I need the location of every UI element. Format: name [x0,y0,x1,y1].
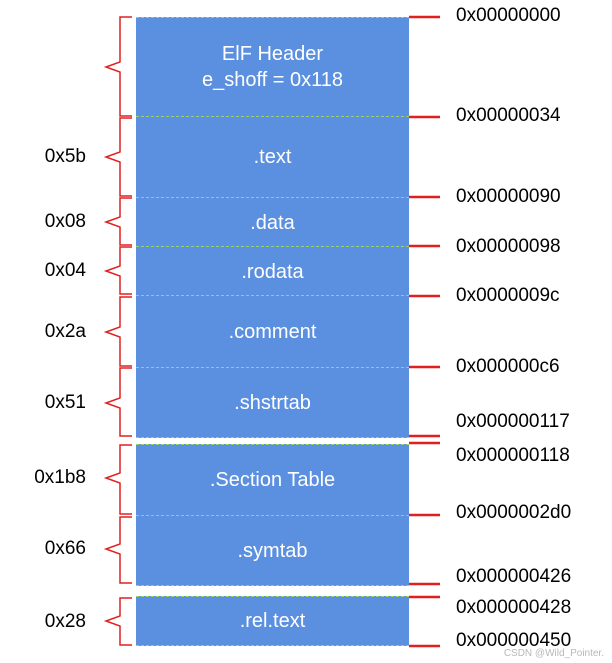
address-label: 0x00000090 [456,186,561,207]
size-label: 0x2a [44,321,86,342]
section-divider [136,596,409,597]
section-data: .data [136,198,409,247]
section-label-line: e_shoff = 0x118 [201,68,344,91]
section-elf-header: ElF Header e_shoff = 0x118 [136,17,409,116]
address-label: 0x00000034 [456,105,561,126]
section-label: .rel.text [239,610,306,632]
size-label: 0x66 [44,538,86,559]
address-label: 0x000000118 [456,445,570,466]
section-divider [136,17,409,18]
section-divider [136,246,409,247]
watermark: CSDN @Wild_Pointer. [503,648,604,659]
address-label: 0x0000009c [456,285,560,306]
section-label: .text [253,146,292,168]
address-label: 0x0000002d0 [456,502,572,523]
size-bracket [103,16,132,117]
address-label: 0x000000428 [456,597,572,618]
size-bracket [103,444,132,515]
address-label: 0x000000c6 [456,356,560,377]
size-label: 0x1b8 [34,467,86,488]
section-divider [136,645,409,646]
section-label: .shstrtab [234,392,311,414]
section-divider [136,295,409,296]
section-label: .symtab [237,540,308,562]
section-rel-text: .rel.text [136,596,409,646]
section-divider [136,116,409,117]
size-label: 0x04 [44,260,86,281]
address-label: 0x000000117 [456,411,570,432]
section-comment: .comment [136,296,409,368]
section-label: .Section Table [209,469,336,491]
section-text: .text [136,116,409,198]
size-bracket [103,197,132,246]
address-label: 0x00000098 [456,236,561,257]
size-bracket [103,597,132,646]
section-divider [136,367,409,368]
size-bracket [103,296,132,367]
section-label: .data [250,211,295,234]
section-divider [136,515,409,516]
section-shstrtab: .shstrtab [136,368,409,438]
size-bracket [103,367,132,437]
section-section-table: .Section Table [136,444,409,516]
section-symtab: .symtab [136,516,409,586]
size-bracket [103,516,132,584]
address-label: 0x000000450 [456,630,572,651]
size-bracket [103,246,132,295]
section-divider [136,197,409,198]
size-label: 0x51 [44,392,86,413]
section-divider [136,585,409,586]
section-label: .rodata [241,260,304,283]
section-rodata: .rodata [136,247,409,296]
address-label: 0x000000426 [456,566,572,587]
section-label: .comment [228,321,317,343]
size-label: 0x5b [44,146,86,167]
size-label: 0x08 [44,211,86,232]
section-divider [136,437,409,438]
address-label: 0x00000000 [456,5,561,26]
section-label-line: ElF Header [221,42,324,65]
size-bracket [103,117,132,197]
size-label: 0x28 [44,611,86,632]
section-divider [136,444,409,445]
